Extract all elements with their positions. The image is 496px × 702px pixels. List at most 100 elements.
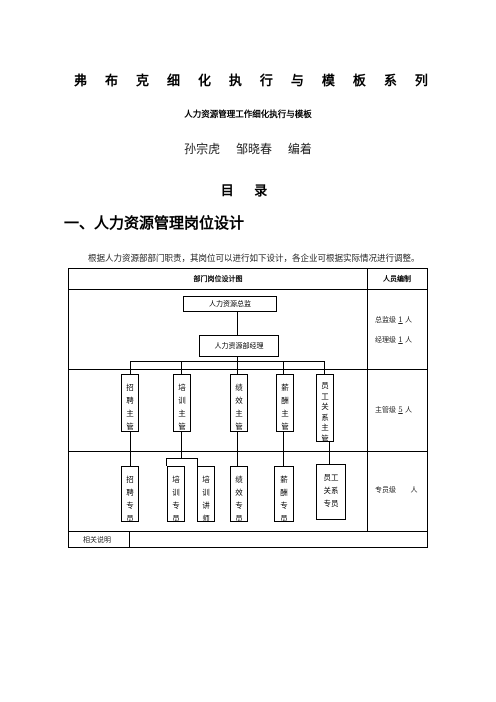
- staffing-count: 5: [398, 406, 403, 414]
- section-heading: 一、人力资源管理岗位设计: [64, 214, 245, 232]
- staffing-unit: 人: [404, 316, 412, 324]
- staffing-director: 总监级 1 人: [375, 315, 412, 325]
- director-box: 人力资源总监: [183, 296, 277, 312]
- connector: [130, 361, 131, 375]
- series-title: 弗 布 克 细 化 执 行 与 模 板 系 列: [74, 70, 428, 89]
- char: 管: [126, 422, 134, 431]
- series-title-char: 克: [135, 74, 149, 89]
- staffing-unit: 人: [404, 336, 412, 344]
- char: 管: [281, 422, 289, 431]
- training-supervisor-box: 培 训 主 管: [173, 374, 191, 432]
- char: 主: [178, 409, 186, 418]
- training-specialist-box: 培 训 专 员: [167, 466, 185, 523]
- connector: [237, 312, 238, 335]
- char: 管: [178, 422, 186, 431]
- series-title-char: 模: [321, 74, 335, 89]
- char: 主: [321, 423, 329, 432]
- org-design-table: 部门岗位设计图 人员编制 人力资源总监 人力资源部经理 招 聘 主 管 培 训 …: [68, 268, 428, 548]
- char: 效: [235, 488, 243, 497]
- char: 聘: [126, 488, 134, 497]
- char: 系: [321, 412, 329, 422]
- series-title-char: 板: [352, 74, 366, 89]
- char: 聘: [126, 396, 134, 405]
- employee-relations-specialist-box: 员工 关系 专员: [316, 464, 346, 520]
- char: 绩: [235, 383, 243, 392]
- performance-supervisor-box: 绩 效 主 管: [230, 374, 248, 432]
- connector: [197, 458, 198, 466]
- header-right: 人员编制: [383, 274, 411, 283]
- connector: [283, 432, 284, 466]
- char: 训: [178, 396, 186, 405]
- series-title-char: 弗: [74, 74, 88, 89]
- char: 训: [202, 488, 210, 497]
- staffing-label: 经理级: [375, 336, 396, 344]
- char: 培: [202, 475, 210, 484]
- series-title-char: 细: [166, 74, 180, 89]
- connector: [283, 361, 284, 375]
- char: 专: [126, 501, 134, 510]
- staffing-manager: 经理级 1 人: [375, 335, 412, 345]
- staffing-unit: 人: [410, 486, 418, 494]
- connector-bar: [130, 361, 324, 362]
- connector: [324, 361, 325, 375]
- staffing-specialist: 专员级 人: [375, 485, 417, 495]
- char: 员: [280, 514, 288, 523]
- char: 专: [172, 501, 180, 510]
- connector: [166, 458, 167, 466]
- book-subtitle: 人力资源管理工作细化执行与模板: [184, 110, 312, 120]
- toc-heading: 目 录: [220, 184, 276, 199]
- connector-bar: [166, 458, 197, 459]
- char: 酬: [281, 396, 289, 405]
- staffing-count: 1: [398, 316, 403, 324]
- char: 关系: [323, 486, 339, 495]
- author-1: 孙宗虎: [184, 142, 221, 156]
- series-title-char: 行: [259, 74, 273, 89]
- char: 主: [281, 409, 289, 418]
- row-divider-3: [69, 531, 427, 532]
- char: 酬: [280, 488, 288, 497]
- char: 主: [235, 409, 243, 418]
- compensation-specialist-box: 薪 酬 专 员: [274, 466, 294, 523]
- char: 师: [202, 514, 210, 523]
- char: 员: [172, 514, 180, 523]
- char: 专: [235, 501, 243, 510]
- char: 培: [172, 475, 180, 484]
- char: 专员: [323, 499, 339, 508]
- performance-specialist-box: 绩 效 专 员: [230, 466, 248, 523]
- column-divider: [367, 269, 368, 531]
- staffing-label: 专员级: [375, 486, 396, 494]
- char: 讲: [202, 501, 210, 510]
- char: 员: [321, 381, 329, 390]
- series-title-char: 执: [228, 74, 242, 89]
- char: 管: [235, 422, 243, 431]
- connector: [130, 432, 131, 466]
- connector: [329, 442, 330, 464]
- char: 训: [172, 488, 180, 497]
- header-left: 部门岗位设计图: [193, 274, 243, 283]
- char: 员工: [323, 473, 339, 482]
- char: 工: [321, 391, 329, 401]
- row-divider-2: [69, 451, 427, 452]
- intro-text: 根据人力资源部部门职责，其岗位可以进行如下设计，各企业可根据实际情况进行调整。: [88, 254, 420, 264]
- staffing-label: 总监级: [375, 316, 396, 324]
- char: 员: [235, 514, 243, 523]
- row-divider-1: [69, 369, 427, 370]
- staffing-count: 1: [398, 336, 403, 344]
- manager-box: 人力资源部经理: [199, 335, 279, 357]
- employee-relations-supervisor-box: 员 工 关 系 主 管: [316, 374, 334, 443]
- series-title-char: 系: [383, 74, 397, 89]
- trainer-box: 培 训 讲 师: [197, 466, 215, 523]
- recruit-supervisor-box: 招 聘 主 管: [121, 374, 139, 432]
- char: 薪: [281, 383, 289, 392]
- staffing-unit: 人: [404, 406, 412, 414]
- staffing-label: 主管级: [375, 406, 396, 414]
- char: 员: [126, 514, 134, 523]
- char: 招: [126, 475, 134, 484]
- authors: 孙宗虎 邹晓春 编着: [0, 140, 496, 157]
- char: 专: [280, 501, 288, 510]
- char: 培: [178, 383, 186, 392]
- connector: [181, 361, 182, 375]
- char: 主: [126, 409, 134, 418]
- series-title-char: 列: [414, 74, 428, 89]
- recruit-specialist-box: 招 聘 专 员: [121, 466, 139, 523]
